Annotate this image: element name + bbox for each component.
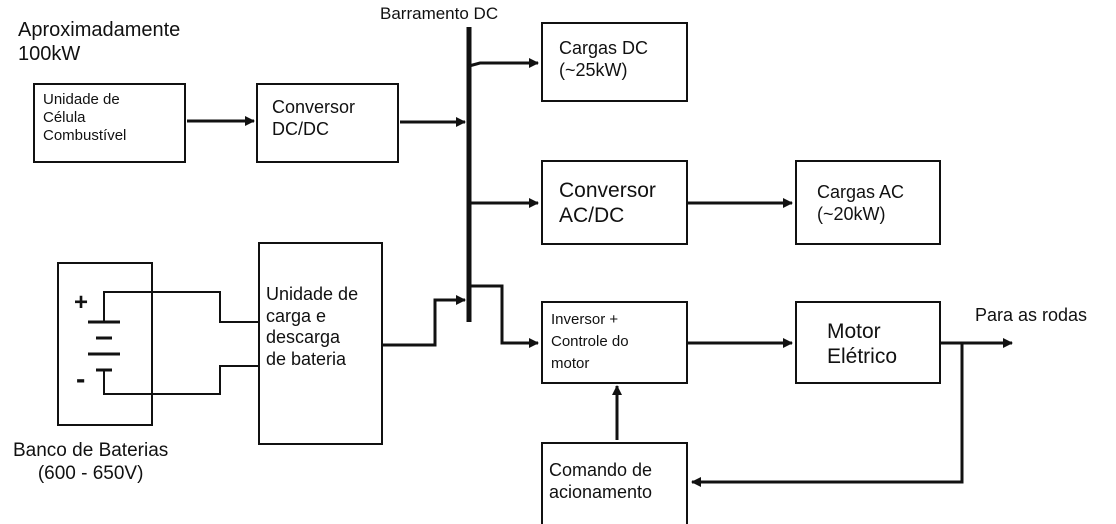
battery-plus-sign: + [74,289,89,316]
motor-label: Motor Elétrico [827,320,898,369]
arrow-bus-inverter [469,284,539,348]
dc-bus-label: Barramento DC [380,4,499,23]
dc-loads-block: Cargas DC (~25kW) [541,22,688,102]
acdc-converter-block: Conversor AC/DC [541,160,688,245]
ac-loads-block: Cargas AC (~20kW) [795,160,941,245]
inverter-block: Inversor + Controle do motor [541,301,688,384]
dcdc-converter-label: Conversor DC/DC [272,97,356,139]
battery-wire-negative [103,365,258,395]
battery-wire-positive [103,291,258,323]
ac-loads-label: Cargas AC (~20kW) [817,182,905,224]
battery-bank-label: Banco de Baterias (600 - 650V) [13,440,169,484]
command-block: Comando de acionamento [541,442,688,524]
command-label: Comando de acionamento [549,460,653,502]
arrow-feedback-command [691,343,964,487]
inverter-label: Inversor + Controle do motor [551,311,629,372]
motor-block: Motor Elétrico [795,301,941,384]
fuel-cell-label: Unidade de Célula Combustível [43,91,127,144]
battery-bank-box [57,262,153,426]
wheels-label: Para as rodas [975,305,1088,325]
approx-power-label: Aproximadamente 100kW [18,19,181,65]
dc-loads-label: Cargas DC (~25kW) [559,38,649,80]
arrow-bus-dcloads [468,58,539,68]
charge-unit-block: Unidade de carga e descarga de bateria [258,242,383,445]
battery-minus-sign: - [76,363,86,394]
arrow-charge-bus [383,295,466,347]
acdc-converter-label: Conversor AC/DC [559,179,656,228]
charge-unit-label: Unidade de carga e descarga de bateria [266,284,359,369]
dcdc-converter-block: Conversor DC/DC [256,83,399,163]
fuel-cell-block: Unidade de Célula Combustível [33,83,186,163]
